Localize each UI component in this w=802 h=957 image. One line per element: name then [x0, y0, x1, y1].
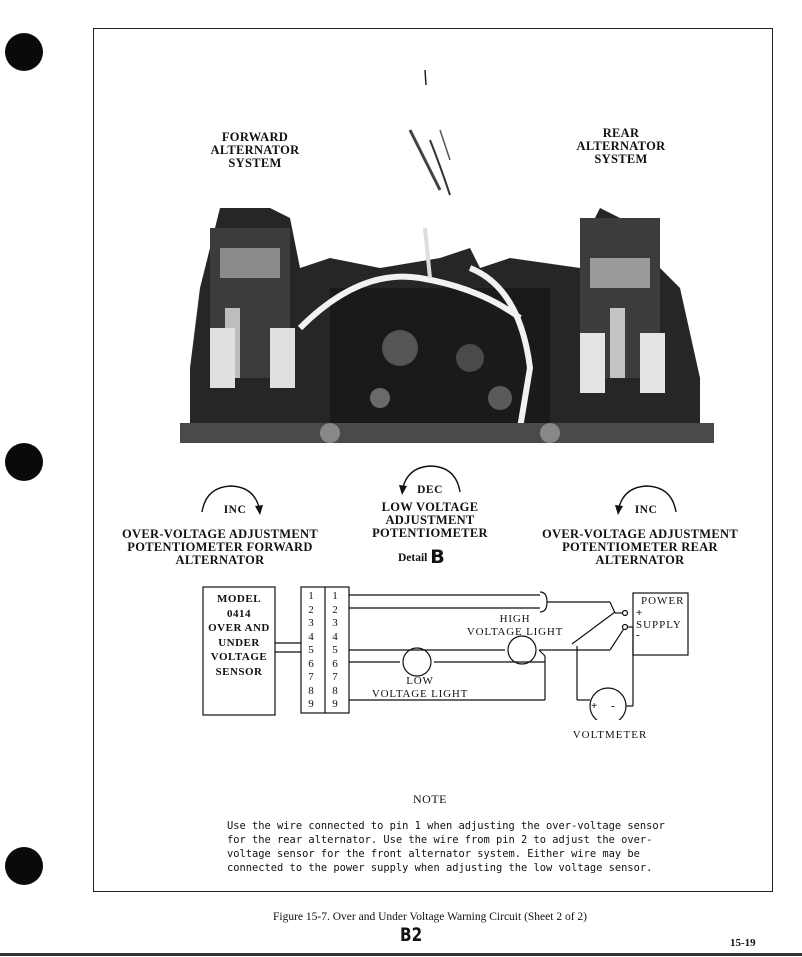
dec-arrow: [399, 465, 461, 495]
inc-arrow-rear: [615, 485, 677, 515]
pin-right-8: 8: [332, 684, 338, 697]
bottom-rule: [0, 953, 802, 956]
inc-arrow-forward: [201, 485, 263, 515]
pin-right-3: 3: [332, 617, 338, 629]
inc-label-forward: INC: [223, 504, 247, 516]
voltmeter-plus: +: [591, 700, 598, 712]
pin-right-9: 9: [332, 698, 338, 710]
pin-right-2: 2: [332, 603, 338, 616]
detail-letter: B: [430, 546, 445, 568]
high-voltage-light-label: HIGH VOLTAGE LIGHT: [466, 613, 564, 638]
power-supply-box: [632, 592, 689, 656]
pin-right-6: 6: [332, 657, 338, 670]
pin-left-2: 2: [308, 603, 314, 616]
figure-frame: [93, 28, 773, 892]
sensor-box: [202, 586, 276, 716]
page-code: B2: [400, 924, 423, 946]
wiring-diagram: [202, 586, 689, 720]
page-number: 15-19: [730, 937, 756, 949]
low-voltage-light-label: LOW VOLTAGE LIGHT: [371, 675, 469, 700]
pin-right-7: 7: [332, 671, 338, 683]
note-title: NOTE: [413, 792, 447, 806]
power-supply-label: POWER + SUPPLY -: [636, 595, 685, 641]
detail-photograph: [180, 188, 714, 450]
note-line-3: voltage sensor for the front alternator …: [227, 848, 640, 860]
pin-left-1: 1: [308, 590, 314, 602]
pin-left-3: 3: [308, 617, 314, 629]
pin-left-7: 7: [308, 671, 314, 683]
binder-hole-bottom: [5, 847, 43, 885]
voltmeter-minus: -: [611, 700, 615, 712]
note-line-2: for the rear alternator. Use the wire fr…: [227, 834, 653, 846]
pin-left-8: 8: [308, 684, 314, 697]
pin-right-1: 1: [332, 590, 338, 602]
note-line-1: Use the wire connected to pin 1 when adj…: [227, 820, 665, 832]
pin-left-9: 9: [308, 698, 314, 710]
note-line-4: connected to the power supply when adjus…: [227, 862, 653, 874]
binder-hole-top: [5, 33, 43, 71]
pin-right-4: 4: [332, 630, 338, 643]
sensor-label: MODEL 0414 OVER AND UNDER VOLTAGE SENSOR: [208, 593, 270, 678]
binder-hole-middle: [5, 443, 43, 481]
pin-right-5: 5: [332, 644, 338, 656]
detail-label: Detail B: [398, 546, 445, 568]
pin-left-4: 4: [308, 630, 314, 643]
dec-label: DEC: [417, 484, 443, 496]
photo-wires: [408, 70, 451, 196]
pin-left-6: 6: [308, 657, 314, 670]
figure-caption: Figure 15-7. Over and Under Voltage Warn…: [273, 911, 587, 923]
voltmeter-label: VOLTMETER: [572, 729, 648, 741]
note-body: Use the wire connected to pin 1 when adj…: [227, 819, 687, 875]
detail-text: Detail: [398, 552, 428, 564]
pin-left-5: 5: [308, 644, 314, 656]
inc-label-rear: INC: [634, 504, 658, 516]
